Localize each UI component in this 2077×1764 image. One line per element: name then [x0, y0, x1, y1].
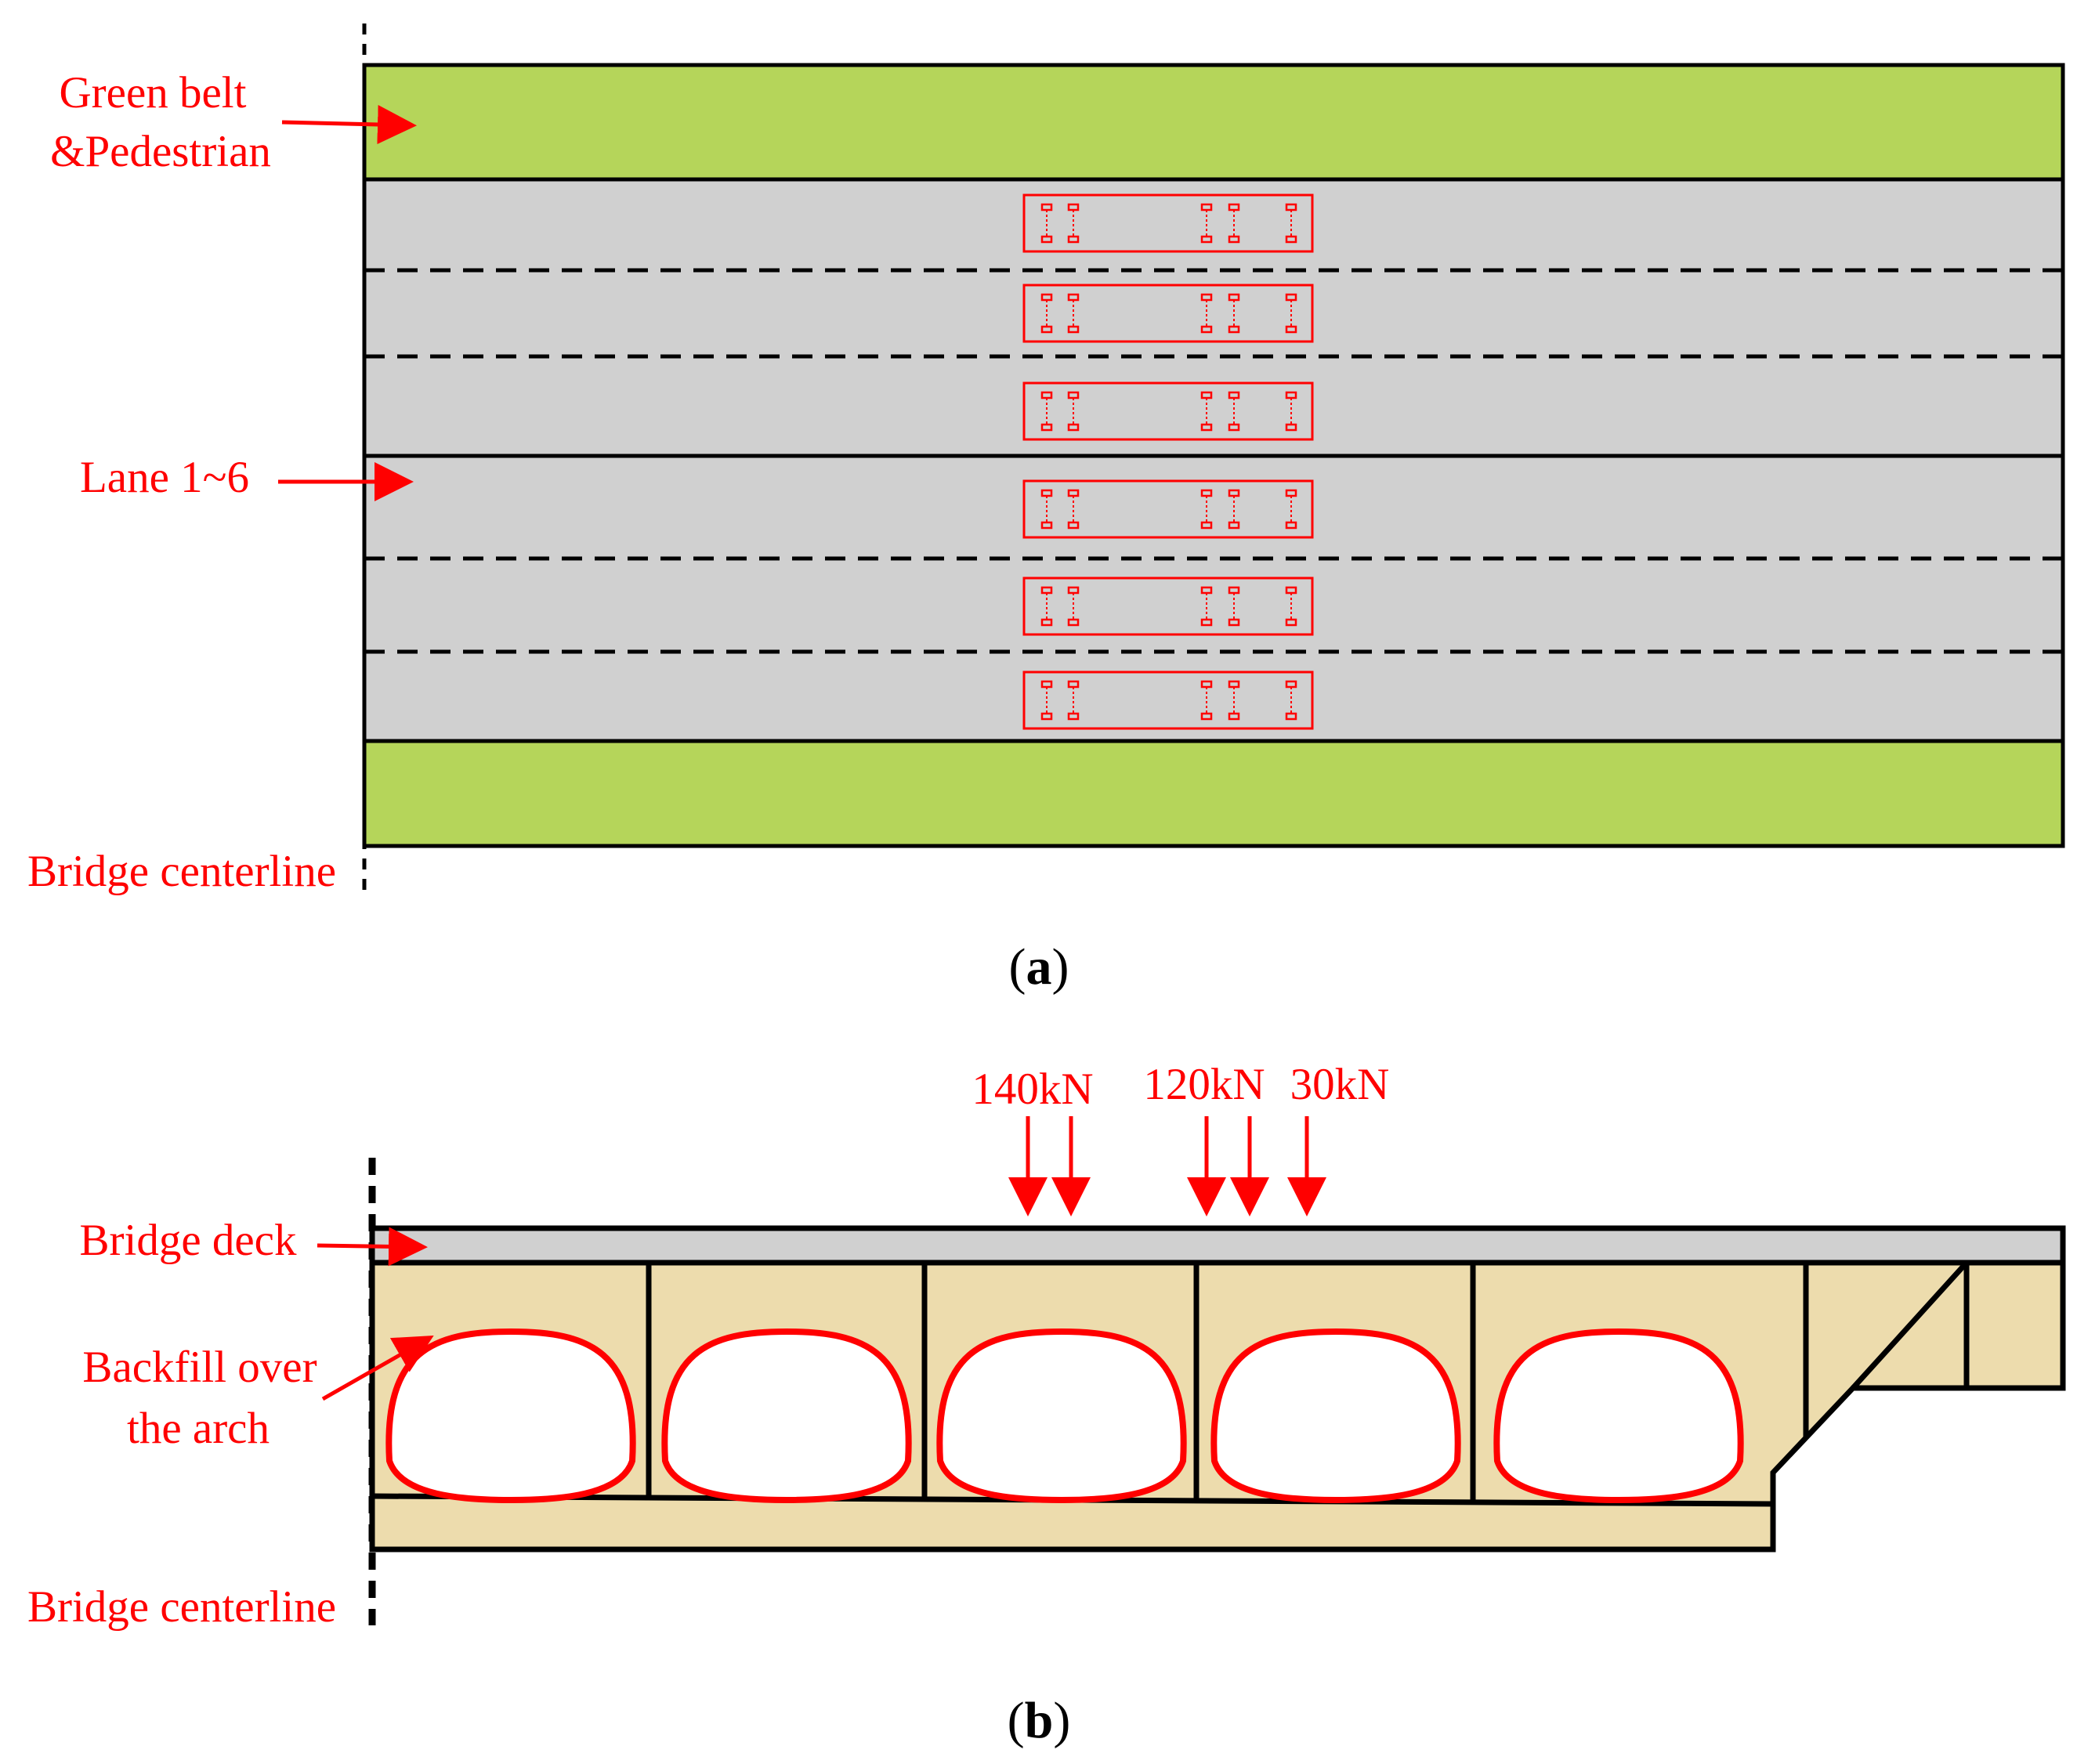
arch-ring [661, 1328, 912, 1504]
vehicle-group [1022, 193, 1314, 730]
vehicle-wheel [1285, 680, 1297, 689]
vehicle-wheel [1285, 712, 1297, 721]
vehicle-wheel [1228, 618, 1240, 627]
lanes-label: Lane 1~6 [80, 453, 249, 502]
vehicle-wheel [1200, 712, 1213, 721]
arch-ring [936, 1328, 1187, 1504]
vehicle-wheel [1040, 521, 1053, 530]
vehicle-wheel [1228, 680, 1240, 689]
vehicle-wheel [1040, 618, 1053, 627]
vehicle-wheel [1285, 325, 1297, 334]
vehicle-wheel [1067, 489, 1080, 497]
caption-a: (a) [1009, 938, 1069, 996]
vehicle-wheel [1200, 203, 1213, 211]
vehicle-wheel [1067, 235, 1080, 244]
vehicle-wheel [1200, 293, 1213, 302]
vehicle-wheel [1067, 423, 1080, 432]
panel-a: Green belt &Pedestrian Lane 1~6 Bridge c… [27, 23, 2065, 996]
vehicle-wheel [1228, 235, 1240, 244]
vehicle-wheel [1067, 325, 1080, 334]
carriageway [362, 177, 2065, 743]
vehicle-wheel [1040, 712, 1053, 721]
bridge-deck [369, 1225, 2066, 1266]
vehicle-wheel [1285, 391, 1297, 399]
vehicle-wheel [1067, 203, 1080, 211]
vehicle-wheel [1200, 521, 1213, 530]
vehicle-wheel [1040, 489, 1053, 497]
vehicle-wheel [1200, 680, 1213, 689]
vehicle-wheel [1040, 680, 1053, 689]
vehicle-wheel [1067, 293, 1080, 302]
green-belt-bottom [362, 739, 2065, 848]
vehicle-wheel [1285, 423, 1297, 432]
vehicle-wheel [1067, 680, 1080, 689]
vehicle-wheel [1228, 203, 1240, 211]
vehicle-wheel [1285, 203, 1297, 211]
vehicle-wheel [1285, 235, 1297, 244]
vehicle-wheel [1040, 423, 1053, 432]
vehicle-wheel [1285, 293, 1297, 302]
green-belt-label: Green belt [60, 68, 247, 117]
vehicle-wheel [1285, 489, 1297, 497]
bridge-deck-arrow [317, 1227, 428, 1267]
arch-label: the arch [127, 1404, 270, 1453]
vehicle-wheel [1067, 391, 1080, 399]
vehicle-wheel [1040, 325, 1053, 334]
vehicle-outline [1022, 193, 1314, 253]
load-arrows [1008, 1116, 1326, 1216]
arch-ring [1210, 1328, 1461, 1504]
vehicle-outline [1022, 577, 1314, 636]
pedestrian-label: &Pedestrian [50, 127, 271, 176]
load-label-30: 30kN [1290, 1060, 1390, 1109]
vehicle-wheel [1228, 521, 1240, 530]
arch-group [385, 1328, 1744, 1504]
green-belt-top [362, 63, 2065, 182]
vehicle-wheel [1200, 325, 1213, 334]
vehicle-wheel [1040, 203, 1053, 211]
vehicle-wheel [1040, 391, 1053, 399]
centerline-label-a: Bridge centerline [27, 847, 336, 896]
vehicle-wheel [1228, 712, 1240, 721]
bridge-deck-label: Bridge deck [80, 1216, 297, 1265]
arch-ring [385, 1328, 636, 1504]
vehicle-wheel [1067, 521, 1080, 530]
vehicle-wheel [1228, 391, 1240, 399]
vehicle-wheel [1040, 235, 1053, 244]
vehicle-wheel [1200, 391, 1213, 399]
vehicle-outline [1022, 381, 1314, 441]
vehicle-wheel [1285, 586, 1297, 595]
vehicle-wheel [1040, 293, 1053, 302]
vehicle-wheel [1228, 489, 1240, 497]
vehicle-wheel [1040, 586, 1053, 595]
vehicle-wheel [1067, 618, 1080, 627]
vehicle-wheel [1200, 235, 1213, 244]
vehicle-wheel [1200, 586, 1213, 595]
centerline-label-b: Bridge centerline [27, 1582, 336, 1632]
vehicle-wheel [1228, 325, 1240, 334]
vehicle-wheel [1228, 586, 1240, 595]
panel-b: 140kN 120kN 30kN Bridge deck Backfill ov… [27, 1060, 2066, 1749]
vehicle-wheel [1200, 489, 1213, 497]
green-belt-arrow [281, 105, 417, 145]
vehicle-wheel [1228, 293, 1240, 302]
load-label-140: 140kN [972, 1065, 1093, 1114]
vehicle-wheel [1067, 586, 1080, 595]
vehicle-outline [1022, 479, 1314, 539]
backfill-arrow [321, 1336, 434, 1401]
vehicle-wheel [1228, 423, 1240, 432]
caption-b: (b) [1008, 1692, 1071, 1749]
load-label-120: 120kN [1143, 1060, 1265, 1109]
vehicle-wheel [1285, 618, 1297, 627]
vehicle-wheel [1067, 712, 1080, 721]
vehicle-wheel [1200, 618, 1213, 627]
backfill-label: Backfill over [82, 1343, 317, 1392]
abutment-diagonal [1851, 1260, 1969, 1390]
vehicle-outline [1022, 284, 1314, 343]
arch-ring [1493, 1328, 1744, 1504]
vehicle-wheel [1200, 423, 1213, 432]
vehicle-outline [1022, 671, 1314, 730]
vehicle-wheel [1285, 521, 1297, 530]
